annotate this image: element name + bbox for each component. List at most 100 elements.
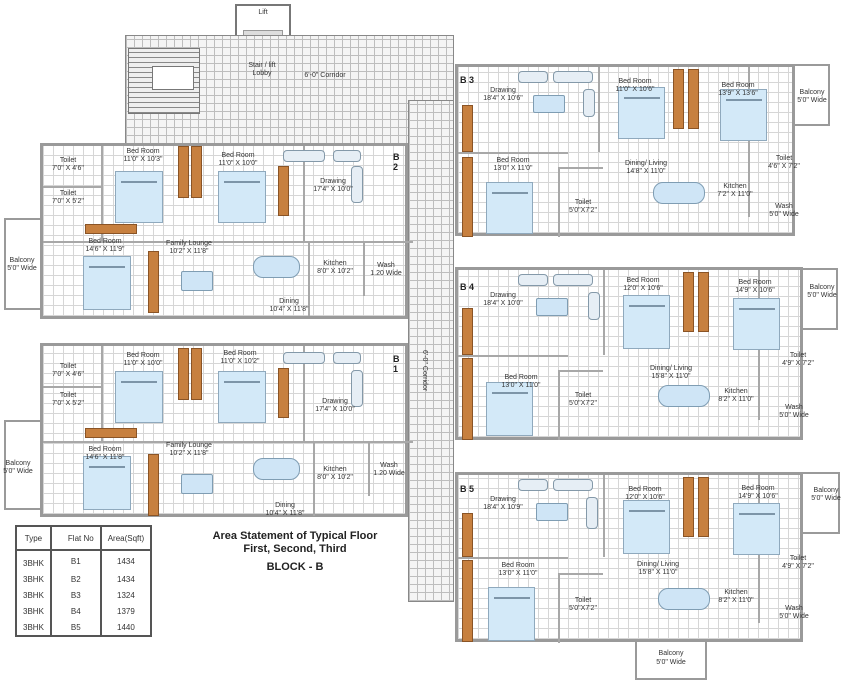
cell: 1324 — [99, 587, 152, 603]
unit-b5: B 5 Drawing 18'4" X 10'9" Bed Room 12'0"… — [455, 472, 814, 643]
wardrobe — [178, 348, 189, 400]
room-label: Bed Room — [223, 350, 257, 357]
cell: B4 — [49, 603, 101, 619]
room-size: 4'6" X 7'2" — [768, 163, 800, 170]
room-label: Toilet — [574, 597, 592, 604]
room-label: Dining — [275, 502, 295, 509]
area-statement-title: Area Statement of Typical Floor First, S… — [190, 530, 400, 574]
room-label: Toilet — [59, 392, 77, 399]
room-label: Drawing — [490, 496, 516, 503]
bed — [488, 587, 535, 641]
unit-b1: B 1 Toilet 7'0" X 4'6" Toilet 7'0" X 5'2… — [40, 343, 413, 517]
unit-tag: B 1 — [393, 354, 400, 374]
bed — [486, 182, 533, 234]
wall — [101, 146, 103, 241]
wardrobe — [683, 477, 694, 537]
room-size: 7'0" X 5'2" — [52, 198, 84, 205]
wall — [458, 557, 568, 559]
room-size: 8'2" X 11'0" — [718, 597, 754, 604]
bed — [218, 171, 266, 223]
bed — [623, 295, 670, 349]
sofa — [518, 274, 548, 286]
room-size: 1.20 Wide — [373, 470, 405, 477]
corridor-vertical — [408, 100, 454, 602]
room-label: Bed Room — [126, 352, 160, 359]
wall — [43, 441, 413, 443]
room-label: Kitchen — [724, 589, 748, 596]
room-label: Dining/ Living — [636, 561, 680, 568]
wardrobe — [191, 146, 202, 198]
unit-b4: B 4 Drawing 18'4" X 10'0" Bed Room 12'0"… — [455, 267, 814, 440]
wardrobe — [673, 69, 684, 129]
room-size: 5'0" Wide — [797, 97, 827, 104]
corridor-vertical-label: 6'-0" Corridor — [421, 350, 428, 392]
column-header: Type — [16, 526, 51, 551]
room-label: Toilet — [574, 199, 592, 206]
sofa — [351, 370, 363, 407]
wall — [558, 573, 560, 643]
room-label: Bed Room — [721, 82, 755, 89]
unit-tag: B 2 — [393, 152, 400, 172]
table — [533, 95, 565, 113]
room-label: Bed Room — [618, 78, 652, 85]
room-label: Bed Room — [496, 157, 530, 164]
room-label: Kitchen — [723, 183, 747, 190]
room-label: Toilet — [59, 157, 77, 164]
room-label: Family Lounge — [166, 240, 212, 247]
wall — [363, 241, 365, 296]
room-label: Bed Room — [88, 238, 122, 245]
cell: B3 — [49, 587, 101, 603]
sofa — [333, 150, 361, 162]
table — [653, 182, 705, 204]
room-size: 7'0" X 5'2" — [52, 400, 84, 407]
room-size: 12'0" X 10'6" — [623, 285, 663, 292]
room-label: Balcony — [5, 460, 31, 467]
title-line: Area Statement of Typical Floor — [212, 530, 378, 542]
lobby-label: Stair / lift Lobby — [248, 62, 276, 77]
room-label: Bed Room — [504, 374, 538, 381]
lift-label: Lift — [258, 9, 268, 16]
wardrobe — [85, 224, 137, 234]
wardrobe — [688, 69, 699, 129]
wall — [303, 346, 305, 441]
room-size: 1.20 Wide — [370, 270, 402, 277]
bed — [486, 382, 533, 436]
wall — [303, 146, 305, 241]
room-size: 4'9" X 7'2" — [782, 360, 814, 367]
cell: 3BHK — [23, 622, 44, 632]
table-header: Type Flat No Area(Sqft) — [16, 526, 152, 551]
room-label: Bed Room — [738, 279, 772, 286]
room-label: Kitchen — [323, 260, 347, 267]
room-size: 5'0" Wide — [3, 468, 33, 475]
room-size: 4'9" X 7'2" — [782, 563, 814, 570]
wardrobe — [191, 348, 202, 400]
sofa — [518, 479, 548, 491]
table — [658, 385, 710, 407]
room-size: 15'8" X 11'0" — [638, 569, 678, 576]
wall — [558, 167, 560, 237]
wardrobe — [462, 308, 473, 355]
table — [181, 474, 213, 494]
room-size: 11'0" X 10'3" — [123, 156, 163, 163]
b5-balcony-right — [800, 472, 840, 534]
sofa — [283, 352, 325, 364]
wall — [43, 241, 413, 243]
room-label: Bed Room — [501, 562, 535, 569]
room-size: 7'2" X 11'0" — [717, 191, 753, 198]
wall — [558, 573, 603, 575]
room-size: 11'0" X 10'0" — [123, 360, 163, 367]
cell: 1379 — [99, 603, 152, 619]
room-label: Balcony — [9, 257, 35, 264]
column-header: Flat No — [49, 526, 101, 551]
room-size: 12'0" X 10'6" — [625, 494, 665, 501]
room-size: 14'9" X 10'6" — [735, 287, 775, 294]
wall — [598, 67, 600, 152]
room-size: 10'4" X 11'8" — [265, 510, 305, 517]
cell: 3BHK — [23, 590, 44, 600]
wardrobe — [85, 428, 137, 438]
wall — [43, 386, 103, 388]
wardrobe — [698, 477, 709, 537]
room-label: Drawing — [322, 398, 348, 405]
